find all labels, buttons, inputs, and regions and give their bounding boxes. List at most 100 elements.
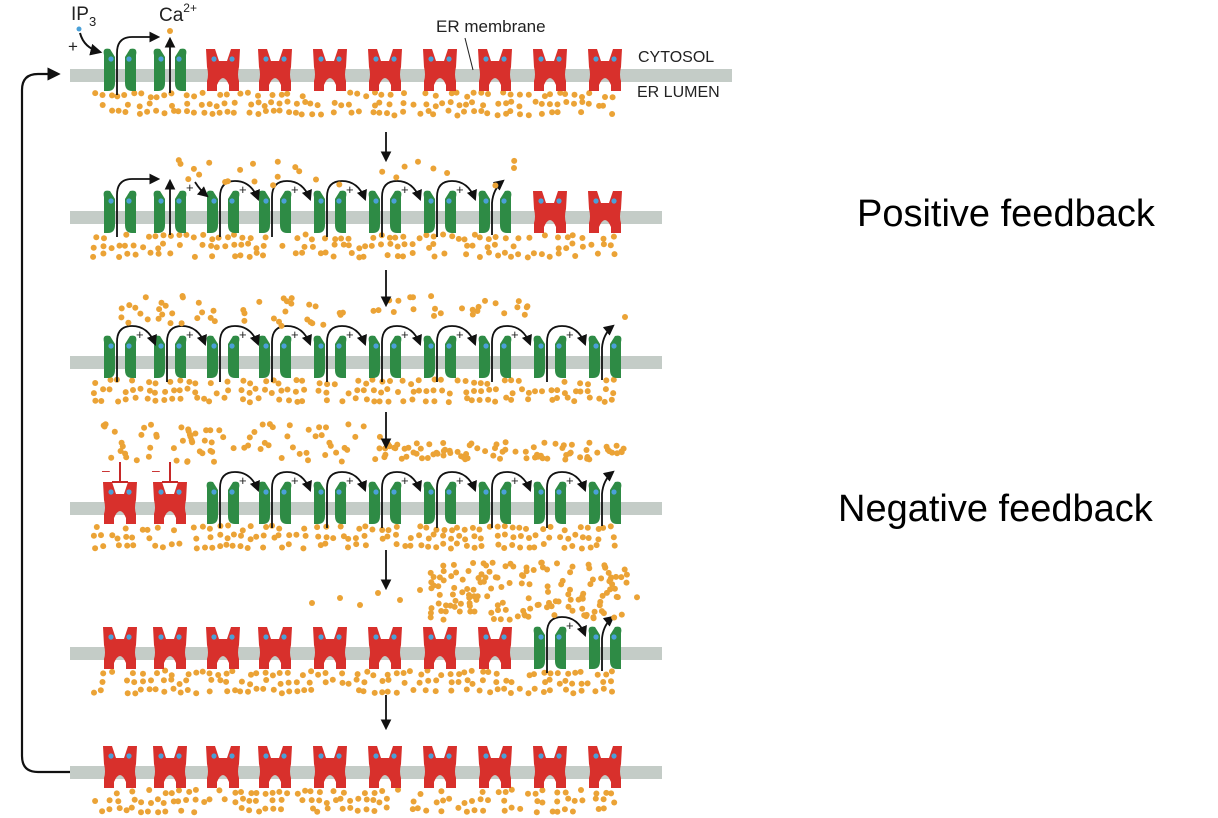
plus-sign: + [186, 180, 194, 195]
cytosol-calcium-dots [100, 421, 627, 465]
open-channel-icon [423, 190, 457, 233]
open-channel-icon [153, 190, 187, 233]
feedback-arrow [116, 325, 157, 382]
ip3-icon [76, 26, 82, 32]
open-channel-icon [423, 481, 457, 524]
er-stage [70, 746, 662, 816]
ip3-binding-arrow [79, 32, 103, 56]
er-membrane-pointer [464, 37, 474, 71]
lumen-calcium-dots [91, 667, 615, 697]
feedback-arrow [381, 471, 422, 528]
release-arrow [601, 615, 615, 671]
cytosol-calcium-dots [167, 28, 173, 34]
minus-sign: – [152, 462, 160, 478]
lumen-calcium-dots [90, 231, 618, 261]
release-arrow [601, 470, 615, 526]
feedback-arrow [381, 180, 422, 237]
feedback-arrow [326, 325, 367, 382]
er-stage: ––+++++++ [70, 421, 662, 552]
feedback-arrow [436, 325, 477, 382]
closed-channel-icon [423, 627, 457, 669]
closed-channel-icon [206, 627, 240, 669]
plus-sign: + [511, 327, 519, 342]
open-channel-icon [258, 481, 292, 524]
er-lumen-label: ER LUMEN [637, 84, 720, 101]
closed-channel-icon [478, 49, 512, 91]
plus-sign: + [511, 473, 519, 488]
closed-channel-icon [313, 627, 347, 669]
open-channel-icon [206, 481, 240, 524]
plus-sign: + [566, 618, 574, 633]
ip3-plus-sign: + [68, 37, 78, 56]
plus-sign: + [239, 182, 247, 197]
lumen-calcium-dots [90, 522, 618, 552]
minus-sign: – [102, 462, 110, 478]
feedback-arrow [436, 471, 477, 528]
closed-channel-icon [588, 191, 622, 233]
feedback-arrow [271, 471, 312, 528]
feedback-arrow [326, 471, 367, 528]
lumen-calcium-dots [90, 376, 617, 406]
open-channel-icon [258, 190, 292, 233]
plus-sign: + [291, 182, 299, 197]
plus-sign: + [401, 327, 409, 342]
release-arrow [116, 173, 161, 237]
open-channel-icon [588, 335, 622, 378]
plus-sign: + [291, 473, 299, 488]
plus-sign: + [401, 182, 409, 197]
open-channel-icon [368, 335, 402, 378]
plus-sign: + [346, 473, 354, 488]
closed-channel-icon [103, 746, 137, 788]
positive-feedback-label: Positive feedback [857, 193, 1155, 235]
open-channel-icon [588, 481, 622, 524]
er-stage: + [70, 559, 662, 697]
open-channel-icon [153, 48, 187, 91]
open-channel-icon [533, 481, 567, 524]
er-stage: ++++++ [70, 157, 662, 261]
ip3-label: IP3 [71, 4, 96, 29]
plus-sign: + [239, 327, 247, 342]
closed-channel-icon [103, 627, 137, 669]
open-channel-icon [533, 626, 567, 669]
open-channel-icon [368, 190, 402, 233]
open-channel-icon [206, 335, 240, 378]
closed-channel-icon [533, 746, 567, 788]
closed-channel-icon [313, 49, 347, 91]
plus-sign: + [401, 473, 409, 488]
closed-channel-icon [368, 49, 402, 91]
feedback-arrow [219, 180, 260, 237]
plus-sign: + [346, 327, 354, 342]
feedback-arrow [546, 325, 587, 382]
open-channel-icon [478, 190, 512, 233]
open-channel-icon [423, 335, 457, 378]
open-channel-icon [103, 335, 137, 378]
open-channel-icon [258, 335, 292, 378]
closed-channel-icon [206, 49, 240, 91]
open-channel-icon [103, 48, 137, 91]
open-channel-icon [478, 481, 512, 524]
closed-channel-icon [258, 627, 292, 669]
feedback-arrow [546, 616, 587, 673]
closed-channel-icon [153, 482, 187, 524]
open-channel-icon [368, 481, 402, 524]
closed-channel-icon [533, 49, 567, 91]
closed-channel-icon [423, 49, 457, 91]
lumen-calcium-dots [92, 89, 616, 119]
closed-channel-icon [478, 746, 512, 788]
release-arrow [116, 31, 161, 95]
er-membrane-label: ER membrane [436, 17, 546, 36]
plus-sign: + [566, 473, 574, 488]
closed-channel-icon [423, 746, 457, 788]
closed-channel-icon [368, 627, 402, 669]
closed-channel-icon [368, 746, 402, 788]
feedback-arrow [491, 325, 532, 382]
open-channel-icon [533, 335, 567, 378]
closed-channel-icon [478, 627, 512, 669]
feedback-arrow [546, 471, 587, 528]
plus-sign: + [291, 327, 299, 342]
feedback-arrow [219, 471, 260, 528]
cytosol-calcium-dots [175, 157, 518, 189]
feedback-arrow [326, 180, 367, 237]
feedback-arrow [381, 325, 422, 382]
